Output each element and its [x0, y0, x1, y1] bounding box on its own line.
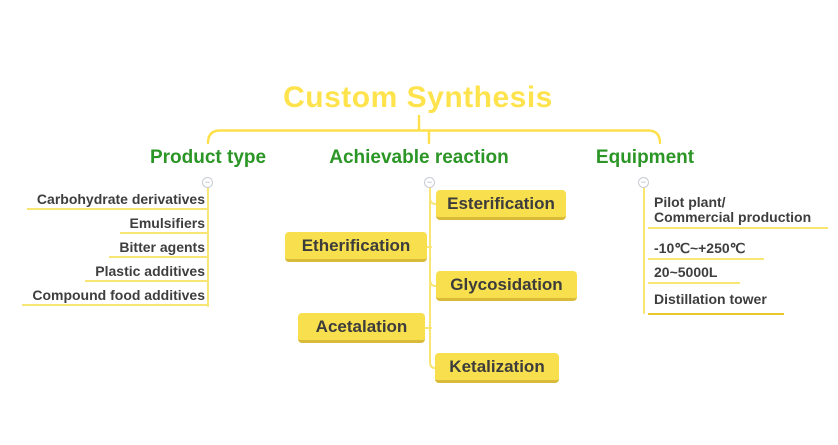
product-item-bitter-agents[interactable]: Bitter agents	[109, 240, 208, 258]
reaction-node-ketalization[interactable]: Ketalization	[435, 353, 559, 383]
equipment-item-temperature-range[interactable]: -10℃~+250℃	[648, 241, 764, 260]
product-item-emulsifiers[interactable]: Emulsifiers	[119, 216, 208, 234]
reaction-node-acetalation[interactable]: Acetalation	[298, 313, 425, 343]
collapse-button-product-type[interactable]: −	[202, 177, 213, 188]
equipment-item-pilot-plant-commercial-production[interactable]: Pilot plant/ Commercial production	[648, 195, 828, 229]
product-item-compound-food-additives[interactable]: Compound food additives	[22, 288, 208, 306]
bracket-lines	[206, 114, 662, 145]
minus-icon: −	[426, 177, 433, 187]
minus-icon: −	[204, 177, 211, 187]
product-item-carbohydrate-derivatives[interactable]: Carbohydrate derivatives	[26, 192, 208, 210]
collapse-button-equipment[interactable]: −	[638, 177, 649, 188]
central-topic-custom-synthesis[interactable]: Custom Synthesis	[283, 81, 553, 114]
branch-product-type[interactable]: Product type	[149, 147, 267, 168]
reaction-node-esterification[interactable]: Esterification	[436, 190, 566, 220]
product-item-plastic-additives[interactable]: Plastic additives	[85, 264, 208, 282]
equipment-item-volume-range[interactable]: 20~5000L	[648, 265, 740, 284]
branch-equipment[interactable]: Equipment	[595, 147, 695, 168]
branch-achievable-reaction[interactable]: Achievable reaction	[329, 147, 509, 168]
reaction-node-etherification[interactable]: Etherification	[285, 232, 427, 262]
reaction-node-glycosidation[interactable]: Glycosidation	[436, 271, 577, 301]
collapse-button-achievable-reaction[interactable]: −	[424, 177, 435, 188]
equipment-item-distillation-tower[interactable]: Distillation tower	[648, 292, 784, 315]
minus-icon: −	[640, 177, 647, 187]
branch-spine-lines	[207, 187, 645, 369]
